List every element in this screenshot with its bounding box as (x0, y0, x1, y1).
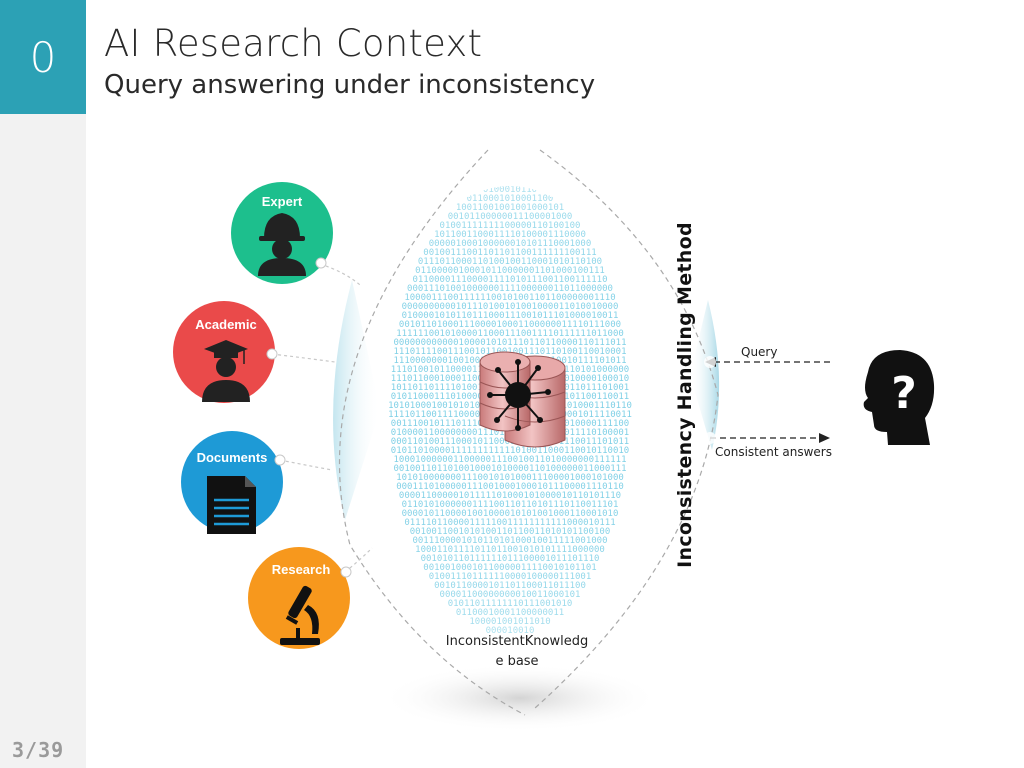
document-icon (207, 476, 256, 534)
source-academic (173, 301, 278, 403)
binary-row: 1111110010100001100011100111101111110110… (396, 329, 624, 339)
binary-row: 0100010110 (483, 185, 537, 195)
head-question-icon: ? (863, 350, 935, 445)
source-connectors (271, 263, 373, 573)
binary-row: 10001101111011011001010101111000000 (415, 545, 605, 555)
binary-row: 0010011011010010001010000110100000011000… (394, 464, 627, 474)
query-label: Query (741, 345, 778, 359)
binary-row: 000001000100000010101110001000 (429, 239, 592, 249)
binary-row: 0100001010110111000111001011101000010011 (402, 311, 619, 321)
knowledge-lens (333, 149, 720, 716)
source-label-documents: Documents (196, 450, 268, 465)
binary-row: 0010011001010100110110011010101100100 (410, 527, 610, 537)
answers-arrow (704, 432, 830, 444)
graduate-icon (202, 340, 250, 402)
knowledge-base-label: InconsistentKnowledg e base (445, 634, 589, 669)
source-research (248, 547, 352, 649)
binary-row: 0001110100000111001000100010111000011101… (396, 482, 624, 492)
binary-row: 10011001001001000101 (456, 203, 564, 213)
binary-row: 0010110000101101100011011100 (434, 581, 586, 591)
binary-row: 1000100000011000001110010011010000000111… (394, 455, 627, 465)
section-number-box: 0 (0, 0, 86, 114)
binary-row: 010011101111110000100000111001 (429, 572, 592, 582)
section-number: 0 (29, 32, 57, 82)
binary-row: 0010110100011100001000110000001111011100… (399, 320, 621, 330)
binary-row: 0101101000011111111111101001100011001011… (391, 446, 629, 456)
binary-row: 00100111001101101100111111100111 (423, 248, 596, 258)
slide-title: AI Research Context (104, 22, 483, 65)
binary-row: 0000000000001000010101110110110000110111… (394, 338, 627, 348)
binary-row: 100001001011010 (469, 617, 550, 627)
binary-row: 00011101001000000111100000011011000000 (407, 284, 613, 294)
binary-row: 001010110111111011100001011101110 (421, 554, 600, 564)
binary-row: 00101100000011100001000 (448, 212, 573, 222)
binary-row: 000010010 (486, 626, 535, 636)
binary-row: 011110110000111110011111111111000010111 (404, 518, 615, 528)
binary-row: 0000101100001001000010101001000110001010 (402, 509, 619, 519)
binary-row: 01100010001100000011 (456, 608, 564, 618)
binary-row: 01001111111100000110100100 (440, 221, 581, 231)
binary-row: 00100100010110000011110010101101 (423, 563, 596, 573)
source-label-expert: Expert (261, 194, 303, 209)
binary-row: 011000011100001111010111001100111110 (412, 275, 607, 285)
slide-subtitle: Query answering under inconsistency (104, 70, 596, 100)
worker-icon (258, 213, 306, 276)
binary-row: 1011001100011110100001110000 (434, 230, 586, 240)
binary-row: 100001110011111100101001101100000001110 (404, 293, 615, 303)
binary-row: 0110001010001100 (467, 194, 554, 204)
binary-row: 001110000101011010100010011111001000 (412, 536, 607, 546)
binary-row: 0110101000000111100110110101110110011101 (402, 500, 619, 510)
source-label-research: Research (271, 562, 331, 577)
query-arrow (704, 356, 830, 368)
binary-row: 01100000100010110000001101000100111 (415, 266, 605, 276)
binary-row: 0000000000101110100101001000011010010000 (402, 302, 619, 312)
page-number: 3/39 (12, 738, 65, 762)
consistent-answers-label: Consistent answers (715, 445, 832, 459)
binary-row: 0111011000110100100110001010110100 (418, 257, 602, 267)
source-documents (181, 431, 286, 534)
floor-shadow (380, 664, 660, 732)
binary-row: 0000110000010111110100010100001011010111… (399, 491, 621, 501)
microscope-icon (280, 585, 320, 645)
binary-row: 01011011111110111001010 (448, 599, 573, 609)
source-label-academic: Academic (195, 317, 257, 332)
source-expert (231, 182, 333, 284)
left-rail (0, 0, 86, 768)
svg-text:?: ? (891, 368, 917, 419)
binary-row: 1010100000001110010101000111000010001010… (396, 473, 624, 483)
binary-row: 00001100000000010011000101 (440, 590, 581, 600)
infected-database-icon (479, 351, 566, 448)
method-label: Inconsistency Handling Method (674, 222, 696, 568)
